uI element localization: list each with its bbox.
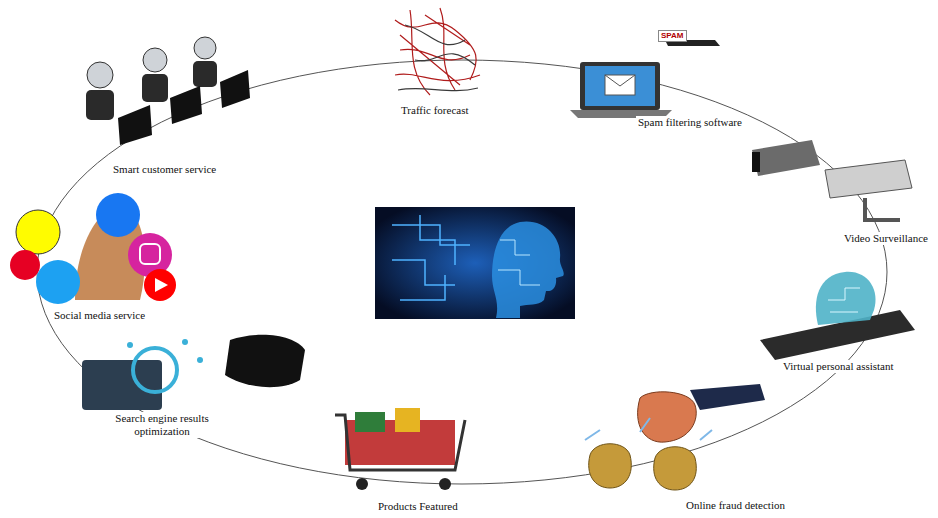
fraud-scene [585, 384, 765, 490]
device [82, 360, 162, 410]
caption-label: Traffic forecast [399, 104, 471, 117]
road-network [398, 25, 478, 91]
ai-background [375, 207, 575, 319]
cart-goods [355, 412, 385, 432]
money-bag [589, 444, 632, 488]
envelope-flap [605, 75, 635, 86]
monitors [118, 70, 250, 145]
cycle-ring [37, 60, 887, 484]
play-mark [155, 278, 168, 292]
money-bag [654, 447, 697, 490]
traffic-map [395, 8, 480, 95]
facebook-icon [96, 193, 140, 237]
head-circuits [828, 288, 860, 312]
cart-wheel [439, 478, 451, 490]
camera-body [752, 140, 820, 176]
gloved-hand [225, 335, 305, 387]
envelope [605, 75, 635, 95]
robot-head [194, 37, 216, 59]
twitter-icon [36, 260, 80, 304]
holographic-head [816, 272, 876, 325]
magnifier-ring [133, 348, 177, 392]
caption-label: Virtual personal assistant [781, 360, 896, 373]
caption-label: Products Featured [376, 500, 460, 513]
head-silhouette [492, 221, 564, 318]
shopping-cart [335, 408, 465, 490]
road-network [395, 8, 480, 95]
fist [638, 392, 697, 442]
assistant-tablet [760, 272, 915, 360]
robot-head [87, 62, 113, 88]
dot [127, 342, 133, 348]
cart-wheel [356, 478, 368, 490]
search-engine-picture [82, 335, 305, 410]
laptop-lid [580, 62, 660, 110]
dot [197, 357, 203, 363]
suit-sleeve [690, 384, 765, 410]
youtube-icon [144, 269, 176, 301]
camera-body [825, 160, 912, 198]
robot-head [143, 48, 167, 72]
caption-label: Social media service [52, 309, 147, 322]
camera-mount [865, 198, 900, 220]
caption-label: Spam filtering software [636, 116, 744, 129]
dot [182, 339, 188, 345]
robot-agents [86, 37, 250, 145]
tag-text: SPAM [658, 30, 687, 42]
impact-lines [585, 418, 712, 440]
robot-body [193, 61, 217, 87]
laptop-screen [585, 66, 655, 106]
camera-mark [140, 244, 160, 264]
social-icons [10, 193, 176, 304]
caption-label: Smart customer service [111, 163, 218, 176]
ai-head-picture [375, 207, 575, 319]
circuit-lines [392, 215, 470, 300]
caption-label: Online fraud detection [684, 499, 787, 512]
pinterest-icon [10, 250, 40, 280]
camera-lens [752, 152, 760, 172]
snapchat-icon [16, 210, 60, 254]
caption-label: Search engine results optimization [95, 412, 229, 438]
spam-laptop [570, 40, 720, 118]
cctv-cameras [752, 140, 912, 220]
cart-goods [395, 408, 420, 432]
caption-label: Video Surveillance [842, 232, 930, 245]
head-circuits [498, 240, 540, 285]
robot-body [86, 90, 114, 120]
robot-body [142, 74, 168, 102]
cart-frame [335, 415, 465, 470]
